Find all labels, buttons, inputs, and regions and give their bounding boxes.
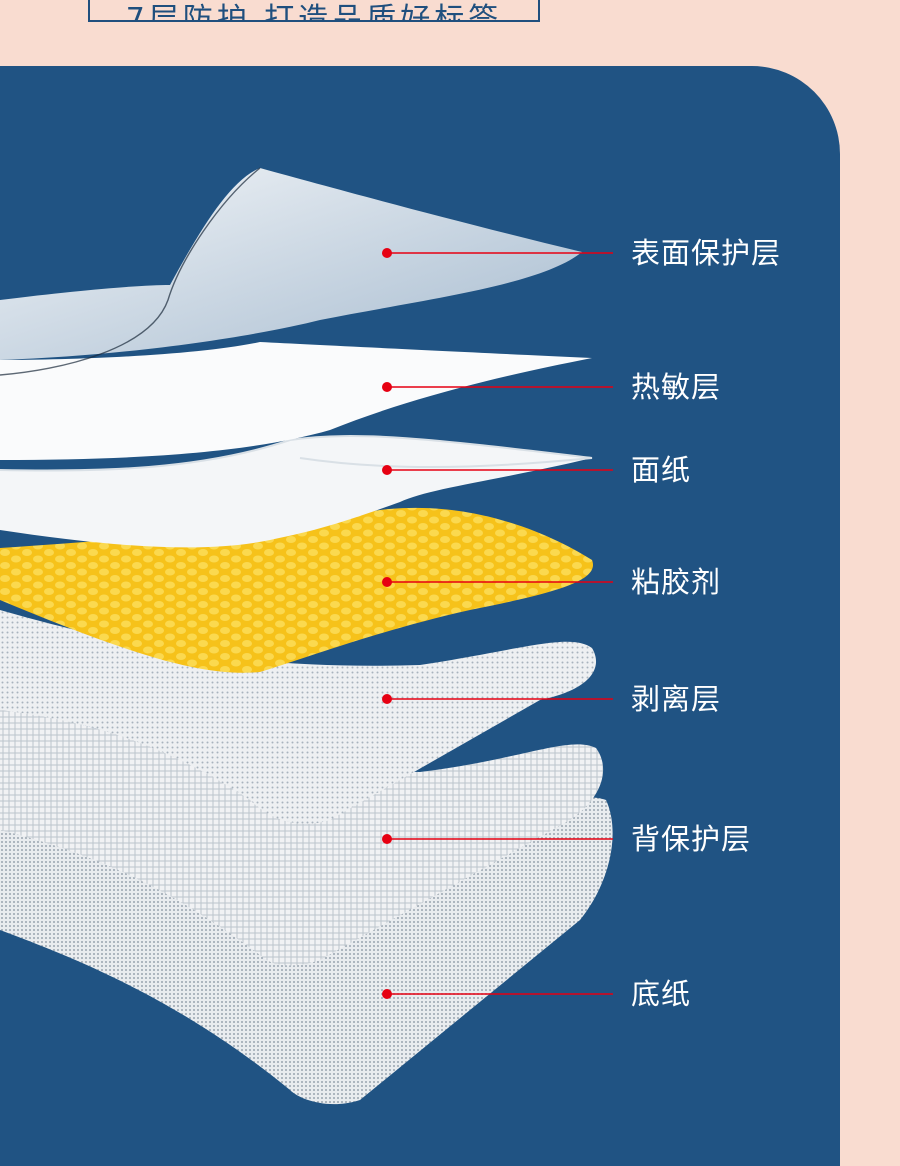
label-base-paper: 底纸 [631,977,691,1011]
header-banner: 7层防护 打造品质好标签 [88,0,540,22]
label-release: 剥离层 [631,682,721,716]
layer-illustration [0,66,840,1166]
label-face-paper: 面纸 [631,453,691,487]
label-surface-protection: 表面保护层 [631,236,781,270]
layer-diagram-panel [0,66,840,1166]
label-thermal: 热敏层 [631,370,721,404]
label-adhesive: 粘胶剂 [631,565,721,599]
layer-surface-protection [0,168,582,360]
label-back-protection: 背保护层 [631,822,751,856]
header-title: 7层防护 打造品质好标签 [126,0,503,22]
